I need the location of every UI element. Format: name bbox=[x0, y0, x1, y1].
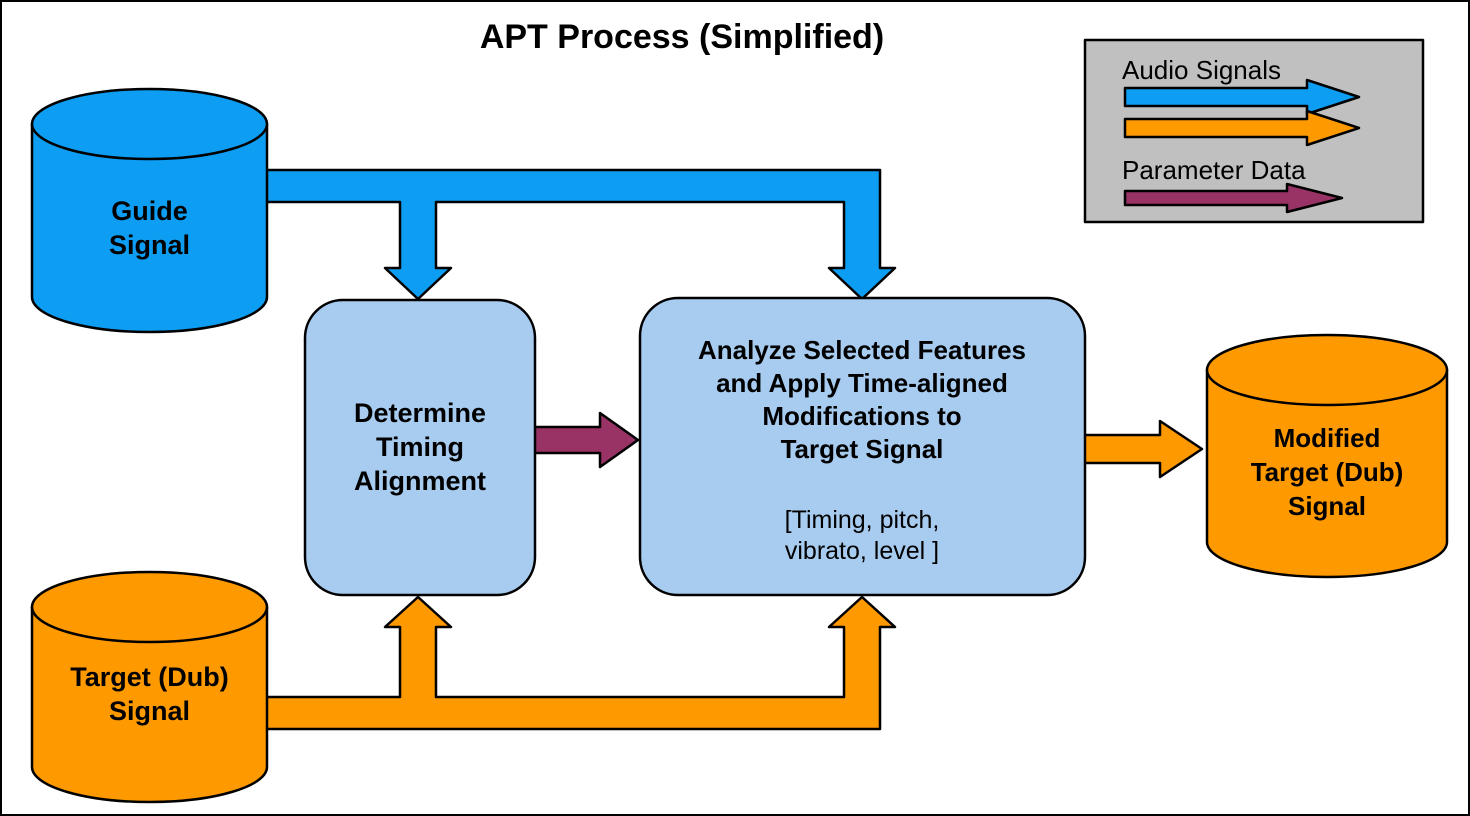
legend-audio-blue-arrow bbox=[1123, 78, 1361, 116]
determine-timing-box bbox=[303, 298, 537, 597]
target-cylinder-top bbox=[30, 570, 269, 644]
guide-cylinder-body bbox=[30, 122, 269, 334]
analyze-features-sublabel: [Timing, pitch, vibrato, level ] bbox=[784, 506, 940, 565]
legend-parameter-data-label: Parameter Data bbox=[1122, 155, 1306, 185]
modified-target-label: Modified Target (Dub) Signal bbox=[1250, 423, 1404, 521]
audio-output-arrow bbox=[1078, 419, 1204, 479]
guide-signal-cylinder bbox=[30, 87, 269, 334]
target-signal-label: Target (Dub) Signal bbox=[70, 662, 229, 726]
guide-signal-label: Guide Signal bbox=[108, 196, 190, 260]
parameter-arrow bbox=[528, 411, 640, 469]
legend-parameter-arrow bbox=[1123, 182, 1344, 214]
audio-orange-connector-arrow bbox=[255, 595, 897, 731]
diagram-title: APT Process (Simplified) bbox=[479, 18, 885, 56]
target-signal-cylinder bbox=[30, 570, 269, 804]
analyze-features-label: Analyze Selected Features and Apply Time… bbox=[697, 335, 1027, 464]
target-cylinder-body bbox=[30, 605, 269, 804]
audio-blue-connector-arrow bbox=[255, 168, 897, 301]
legend-audio-orange-arrow bbox=[1123, 109, 1361, 147]
determine-timing-label: Determine Timing Alignment bbox=[353, 398, 487, 496]
legend-audio-signals-label: Audio Signals bbox=[1122, 55, 1281, 85]
analyze-features-box bbox=[638, 296, 1087, 597]
modified-target-cylinder bbox=[1205, 333, 1449, 579]
modified-cylinder-body bbox=[1205, 368, 1449, 579]
modified-cylinder-top bbox=[1205, 333, 1449, 407]
guide-cylinder-top bbox=[30, 87, 269, 161]
